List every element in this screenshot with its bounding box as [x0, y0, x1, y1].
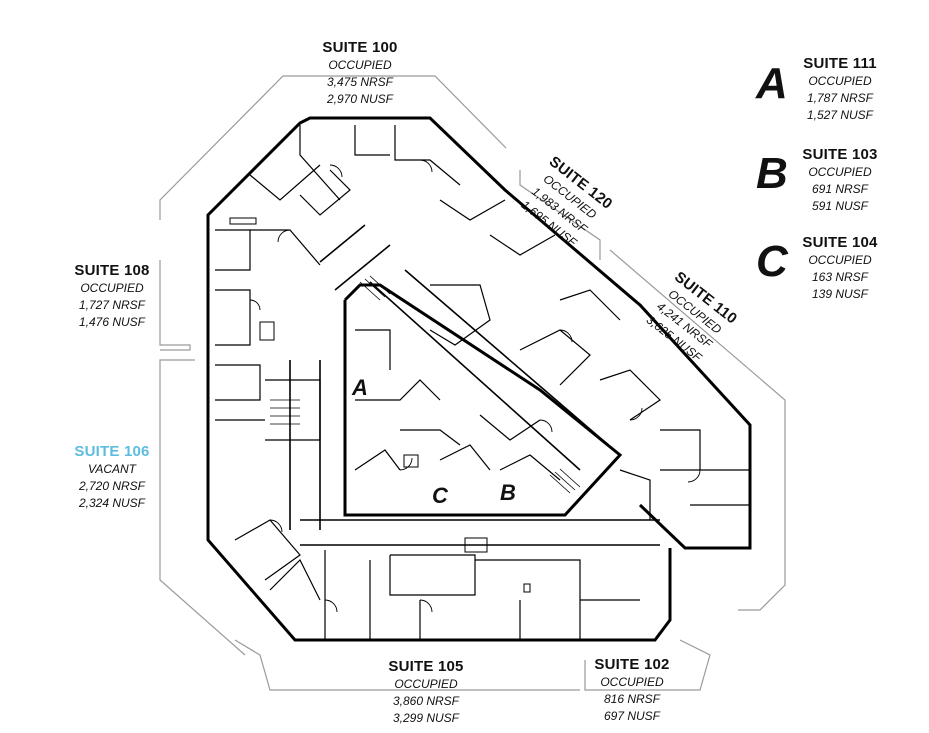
fixtures: [229, 217, 531, 593]
suite-nrsf: 3,475 NRSF: [326, 75, 394, 89]
suite-nrsf: 3,860 NRSF: [392, 694, 460, 708]
suite-nrsf: 2,720 NRSF: [78, 479, 146, 493]
suite-nusf: 2,970 NUSF: [326, 92, 394, 106]
suite-nusf: 2,324 NUSF: [78, 496, 146, 510]
suite-100-label: SUITE 100 OCCUPIED 3,475 NRSF 2,970 NUSF: [300, 38, 420, 108]
suite-103-label: SUITE 103 OCCUPIED 691 NRSF 591 NUSF: [780, 145, 900, 215]
legend-key-c: C: [756, 237, 788, 286]
door-swings: [249, 159, 701, 613]
suite-nusf: 1,527 NUSF: [806, 108, 874, 122]
suite-104-label: SUITE 104 OCCUPIED 163 NRSF 139 NUSF: [780, 233, 900, 303]
suite-108-label: SUITE 108 OCCUPIED 1,727 NRSF 1,476 NUSF: [52, 261, 172, 331]
suite-nusf: 3,299 NUSF: [392, 711, 460, 725]
stair-hatching: [270, 275, 581, 494]
suite-name: SUITE 104: [802, 234, 878, 251]
plan-marker-a: A: [352, 375, 368, 400]
legend-key-a: A: [756, 59, 788, 108]
suite-name: SUITE 111: [803, 55, 877, 72]
suite-102-label: SUITE 102 OCCUPIED 816 NRSF 697 NUSF: [572, 655, 692, 725]
suite-status: OCCUPIED: [808, 253, 872, 267]
suite-status: OCCUPIED: [600, 675, 664, 689]
corridor-walls: [289, 224, 660, 546]
suite-nrsf: 816 NRSF: [603, 692, 661, 706]
suite-nusf: 139 NUSF: [811, 287, 869, 301]
suite-status: OCCUPIED: [80, 281, 144, 295]
suite-name: SUITE 108: [74, 262, 150, 279]
plan-marker-c: C: [432, 483, 448, 508]
suite-105-label: SUITE 105 OCCUPIED 3,860 NRSF 3,299 NUSF: [366, 657, 486, 727]
suite-status: OCCUPIED: [808, 165, 872, 179]
suite-nusf: 591 NUSF: [811, 199, 869, 213]
suite-status: OCCUPIED: [808, 74, 872, 88]
suite-106-label: SUITE 106 VACANT 2,720 NRSF 2,324 NUSF: [52, 442, 172, 512]
suite-nrsf: 691 NRSF: [811, 182, 869, 196]
suite-name: SUITE 102: [594, 656, 670, 673]
suite-nrsf: 1,787 NRSF: [806, 91, 874, 105]
suite-nrsf: 163 NRSF: [811, 270, 869, 284]
suite-name: SUITE 100: [322, 39, 398, 56]
suite-name: SUITE 103: [802, 146, 878, 163]
legend-key-b: B: [756, 149, 788, 198]
suite-status: OCCUPIED: [394, 677, 458, 691]
suite-boundary-lines: [159, 75, 786, 691]
suite-111-label: SUITE 111 OCCUPIED 1,787 NRSF 1,527 NUSF: [780, 54, 900, 124]
suite-name: SUITE 105: [388, 658, 464, 675]
suite-status: OCCUPIED: [328, 58, 392, 72]
suite-nusf: 1,476 NUSF: [78, 315, 146, 329]
suite-status: VACANT: [87, 462, 136, 476]
suite-nusf: 697 NUSF: [603, 709, 661, 723]
suite-nrsf: 1,727 NRSF: [78, 298, 146, 312]
suite-name: SUITE 106: [74, 443, 150, 460]
plan-marker-b: B: [500, 480, 516, 505]
